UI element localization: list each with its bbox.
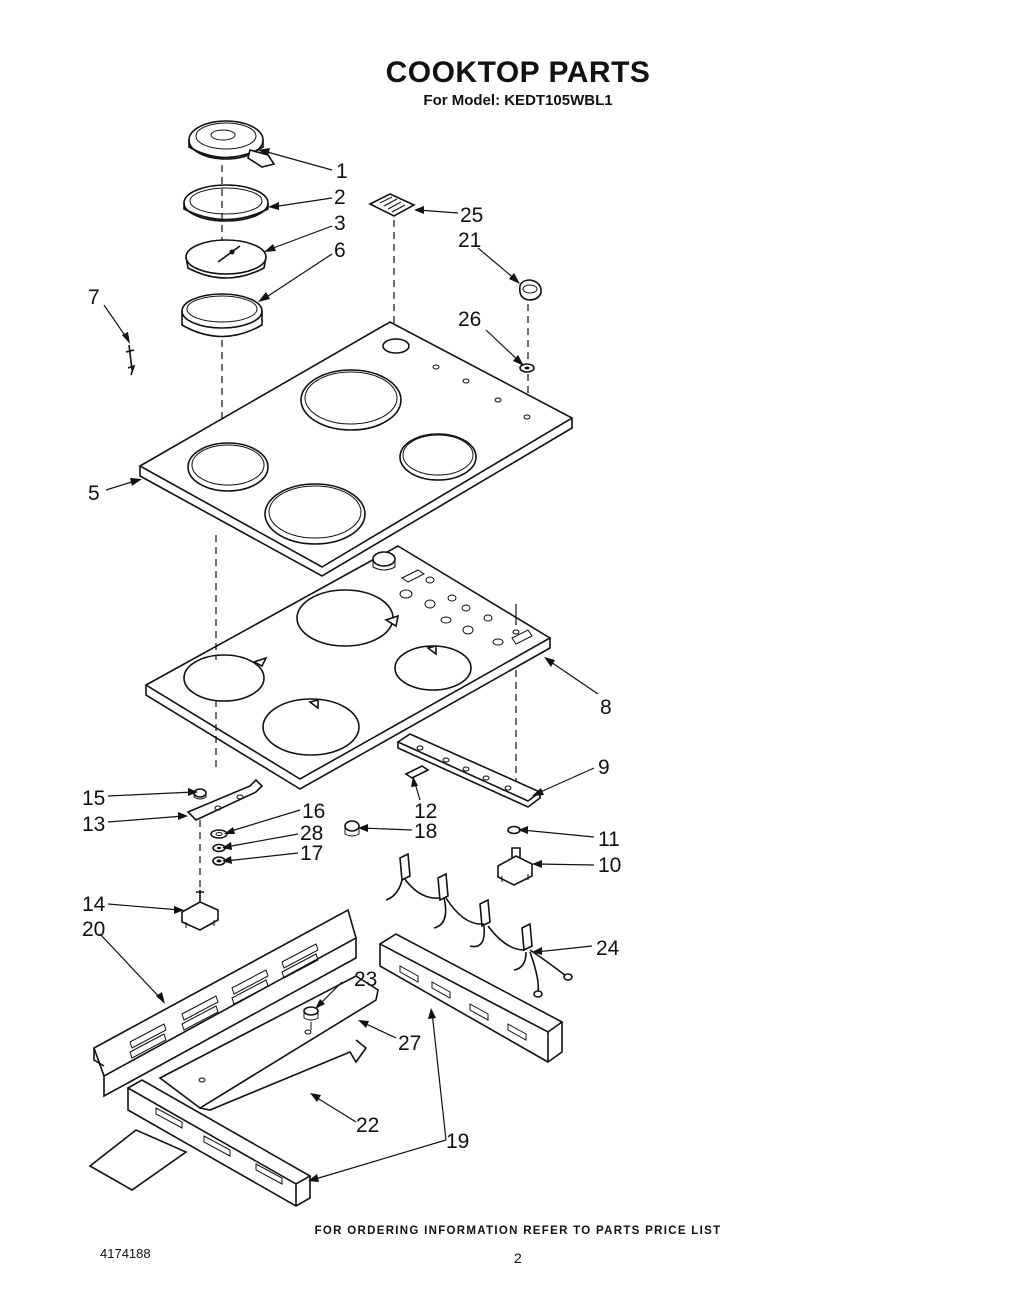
lower-cooktop [144, 545, 552, 790]
lower-channel [88, 1079, 312, 1207]
drip-bowl [185, 239, 267, 279]
infinite-switch-left [181, 890, 219, 931]
callout-18: 18 [414, 820, 437, 843]
page-number: 2 [514, 1250, 522, 1266]
callout-19: 19 [446, 1130, 469, 1153]
callout-6: 6 [334, 239, 346, 262]
switch-bracket [186, 778, 264, 821]
clip-part [125, 344, 136, 376]
callout-26: 26 [458, 308, 481, 331]
callout-16: 16 [302, 800, 325, 823]
callout-24: 24 [596, 937, 620, 960]
callout-1: 1 [336, 160, 348, 183]
main-cooktop [138, 321, 574, 577]
callout-25: 25 [460, 204, 483, 227]
indicator-light [518, 279, 542, 301]
trim-ring [183, 184, 269, 222]
model-subtitle: For Model: KEDT105WBL1 [423, 92, 613, 109]
leader-lines [99, 148, 599, 1182]
spacer-part [404, 765, 430, 779]
center-shield [158, 975, 379, 1111]
callout-27: 27 [398, 1032, 421, 1055]
callout-22: 22 [356, 1114, 379, 1137]
callout-12: 12 [414, 800, 437, 823]
callout-14: 14 [82, 893, 106, 916]
callout-17: 17 [300, 842, 323, 865]
knob-bushing [344, 820, 360, 837]
support-ring [181, 293, 263, 338]
callout-3: 3 [334, 212, 346, 235]
screw-part [193, 788, 207, 800]
callout-7: 7 [88, 286, 100, 309]
callout-28: 28 [300, 822, 323, 845]
callout-10: 10 [598, 854, 621, 877]
callout-labels: 1 2 3 6 25 21 7 26 5 8 9 15 13 12 16 28 … [82, 160, 621, 1153]
infinite-switch-right [497, 847, 533, 886]
callout-8: 8 [600, 696, 612, 719]
vent-grille [368, 193, 416, 217]
mounting-screw [303, 1006, 319, 1030]
rear-channel [378, 933, 564, 1064]
callout-23: 23 [354, 968, 377, 991]
document-number: 4174188 [100, 1246, 151, 1261]
callout-21: 21 [458, 229, 481, 252]
washer [519, 363, 535, 373]
front-channel [93, 908, 357, 1098]
callout-2: 2 [334, 186, 346, 209]
page-title: COOKTOP PARTS [385, 56, 651, 89]
callout-9: 9 [598, 756, 610, 779]
ordering-info-note: FOR ORDERING INFORMATION REFER TO PARTS … [314, 1225, 722, 1237]
callout-20: 20 [82, 918, 105, 941]
surface-element [188, 120, 276, 168]
callout-11: 11 [598, 828, 620, 851]
callout-13: 13 [82, 813, 105, 836]
callout-15: 15 [82, 787, 105, 810]
wire-harness [385, 852, 573, 998]
callout-5: 5 [88, 482, 100, 505]
